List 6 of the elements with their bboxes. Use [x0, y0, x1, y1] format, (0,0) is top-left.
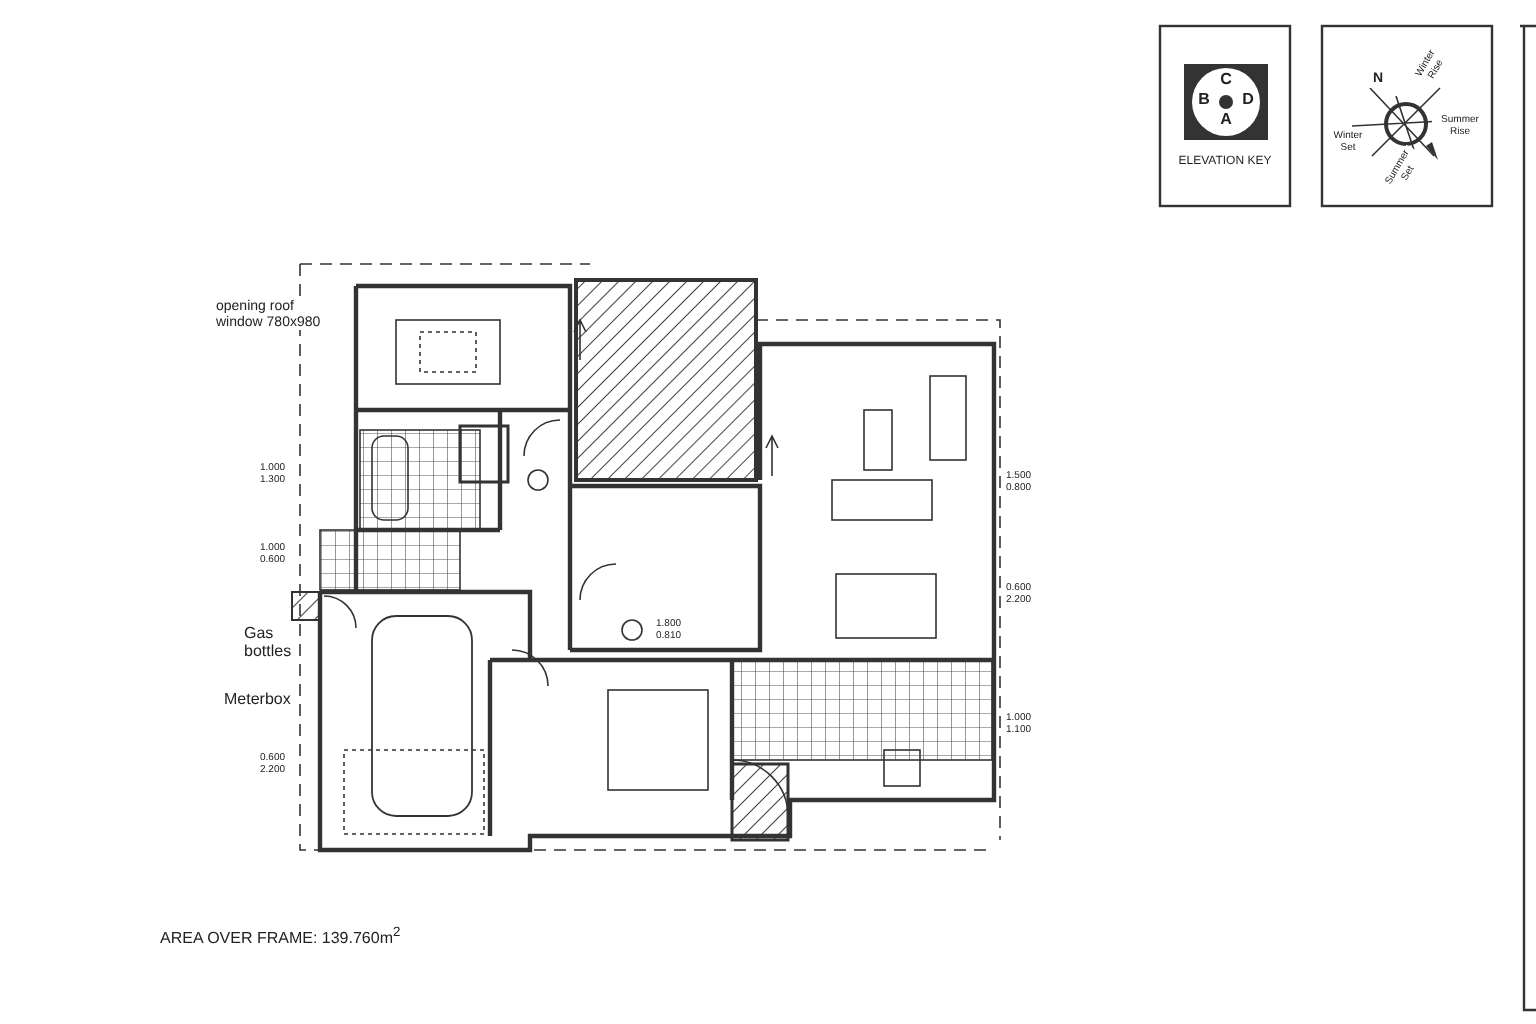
elevation-letter: C [1218, 72, 1234, 90]
elevation-letter: D [1240, 92, 1256, 110]
annotation-label: Gas bottles [244, 626, 296, 662]
elevation-letter: B [1196, 92, 1212, 110]
annotation-label: Meterbox [224, 692, 296, 710]
elevation-letter: A [1218, 112, 1234, 130]
